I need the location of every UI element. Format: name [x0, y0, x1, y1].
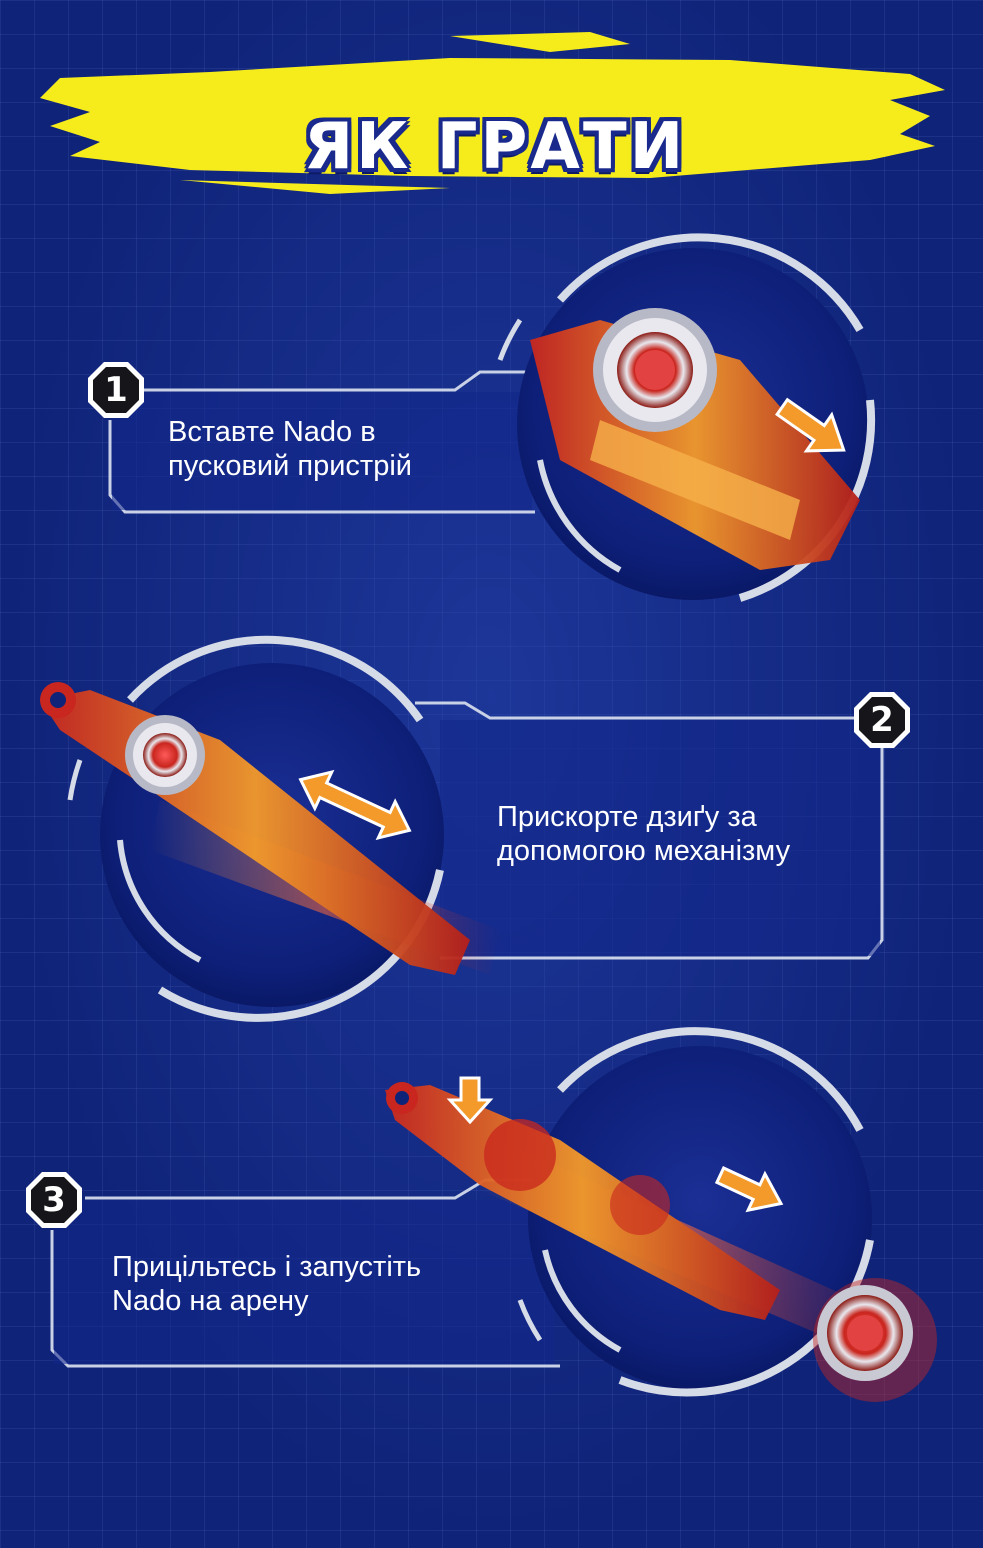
page-title: ЯК ГРАТИ: [303, 110, 687, 184]
step-1-badge: 1: [86, 360, 146, 420]
step-3-panel: [50, 1178, 560, 1368]
step-2-image-circle: [40, 635, 500, 1022]
step-2-panel: [415, 701, 884, 960]
step-number: 3: [42, 1180, 66, 1220]
arrow-icon: [774, 397, 846, 453]
step-number: 1: [104, 370, 128, 410]
step-number: 2: [870, 700, 894, 740]
step-2-badge: 2: [852, 690, 912, 750]
hexagon-badge-icon: [88, 362, 144, 418]
step-3-image-circle: [385, 1027, 937, 1402]
step-3-badge: 3: [24, 1170, 84, 1230]
step-1-text: Вставте Nado в пусковий пристрій: [168, 416, 412, 482]
hexagon-badge-icon: [854, 692, 910, 748]
step-1-panel: [108, 370, 535, 514]
double-arrow-icon: [298, 769, 412, 841]
step-1-image-circle: [497, 233, 876, 602]
step-3-text: Прицільтесь і запустіть Nado на арену: [112, 1251, 422, 1317]
hexagon-badge-icon: [26, 1172, 82, 1228]
down-arrow-icon: [446, 1076, 494, 1125]
step-2-text: Прискорте дзиґу за допомогою механізму: [497, 801, 791, 867]
title-banner: ЯК ГРАТИ: [30, 30, 960, 200]
yellow-brush-stroke: [40, 32, 945, 194]
arrow-icon: [714, 1165, 784, 1213]
